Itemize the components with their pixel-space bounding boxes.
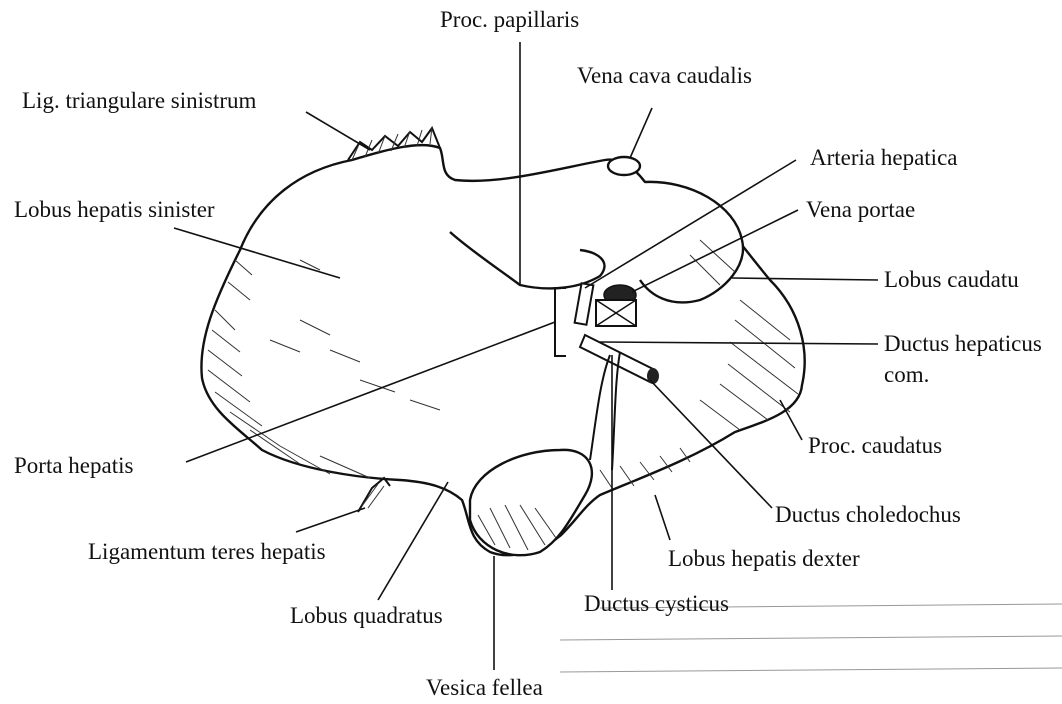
label-ductus-hepaticus-line1: Ductus hepaticus xyxy=(884,332,1042,355)
label-arteria-hepatica: Arteria hepatica xyxy=(810,146,958,169)
label-ductus-choledochus: Ductus choledochus xyxy=(775,503,961,526)
label-proc-papillaris: Proc. papillaris xyxy=(440,8,579,31)
label-porta-hepatis: Porta hepatis xyxy=(14,454,133,477)
label-ductus-hepaticus-line2: com. xyxy=(884,363,929,386)
leader-lig-teres xyxy=(296,508,365,532)
label-lig-triangulare-sinistrum: Lig. triangulare sinistrum xyxy=(22,89,256,112)
lig-teres-hatching xyxy=(358,478,390,512)
label-lobus-quadratus: Lobus quadratus xyxy=(290,604,443,627)
label-vesica-fellea: Vesica fellea xyxy=(426,676,543,699)
label-lobus-caudatus: Lobus caudatu xyxy=(884,268,1019,291)
label-lobus-hepatis-sinister: Lobus hepatis sinister xyxy=(14,198,215,221)
label-vena-portae: Vena portae xyxy=(806,198,915,221)
label-proc-caudatus: Proc. caudatus xyxy=(808,434,942,457)
leader-lobus-dexter xyxy=(655,495,670,540)
leader-lig-triangulare xyxy=(306,112,370,150)
leader-vena-cava xyxy=(630,108,652,158)
label-ligamentum-teres-hepatis: Ligamentum teres hepatis xyxy=(88,540,326,563)
label-vena-cava-caudalis: Vena cava caudalis xyxy=(577,64,752,87)
leader-lobus-quadratus xyxy=(378,482,448,600)
vena-cava-oval xyxy=(608,157,640,175)
label-ductus-cysticus: Ductus cysticus xyxy=(584,592,729,615)
label-lobus-hepatis-dexter: Lobus hepatis dexter xyxy=(668,547,860,570)
